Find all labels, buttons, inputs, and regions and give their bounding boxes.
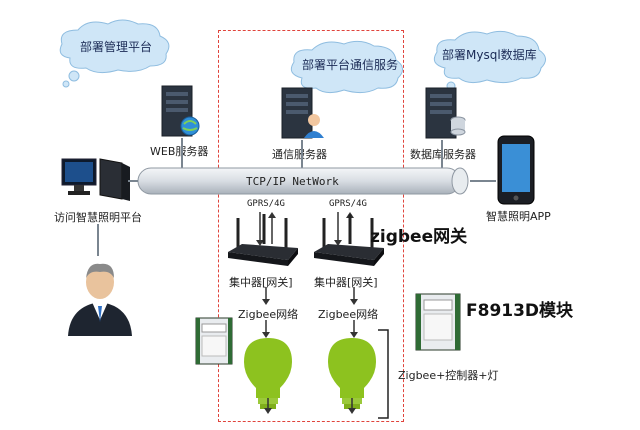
gprs-label-right: GPRS/4G: [329, 199, 367, 209]
module-title: F8913D模块: [466, 301, 574, 321]
comm-server-icon: [281, 87, 324, 139]
pc-icon: [61, 158, 130, 201]
router-right-icon: [314, 214, 384, 266]
connector-web: [181, 138, 183, 168]
db-server-label: 数据库服务器: [410, 148, 476, 161]
zigbee-net-right-label: Zigbee网络: [318, 308, 379, 321]
connector-comm: [301, 140, 303, 168]
pc-to-pipe-connector: [128, 180, 138, 182]
user-icon: [68, 263, 132, 336]
cloud-db-label: 部署Mysql数据库: [442, 48, 537, 62]
zigbee-module-small-icon: [195, 317, 233, 365]
cloud-management-label: 部署管理平台: [80, 40, 153, 54]
zigbee-net-left-label: Zigbee网络: [238, 308, 299, 321]
zigbee-gateway-title: zigbee网关: [370, 227, 468, 247]
web-server-icon: [161, 85, 200, 137]
pc-to-user-line: [97, 224, 99, 256]
app-label: 智慧照明APP: [486, 210, 551, 223]
arrow-net-left: [262, 320, 270, 338]
f8913d-module-icon: [415, 293, 461, 351]
gprs-link-left: [256, 212, 276, 246]
arrow-bulb-left: [264, 398, 272, 414]
cloud-management: [59, 19, 170, 88]
comm-server-label: 通信服务器: [272, 148, 327, 161]
arrow-gw-left: [262, 287, 270, 305]
gprs-label-left: GPRS/4G: [247, 199, 285, 209]
connector-db: [441, 140, 443, 168]
bracket: [378, 329, 389, 419]
db-server-icon: [425, 87, 466, 139]
network-label: TCP/IP NetWork: [246, 175, 339, 188]
web-server-label: WEB服务器: [150, 145, 209, 158]
arrow-net-right: [350, 320, 358, 338]
router-left-icon: [228, 214, 298, 266]
phone-icon: [497, 135, 535, 205]
dashed-region: [218, 30, 404, 422]
bracket-label: Zigbee+控制器+灯: [398, 369, 499, 382]
gateway-left-label: 集中器[网关]: [229, 276, 293, 289]
cloud-comm-label: 部署平台通信服务: [302, 58, 399, 72]
gateway-right-label: 集中器[网关]: [314, 276, 378, 289]
phone-to-pipe-connector: [470, 180, 496, 182]
arrow-bulb-right: [348, 398, 356, 414]
arrow-gw-right: [350, 287, 358, 305]
pc-label: 访问智慧照明平台: [54, 211, 142, 224]
network-pipe: [137, 167, 469, 195]
